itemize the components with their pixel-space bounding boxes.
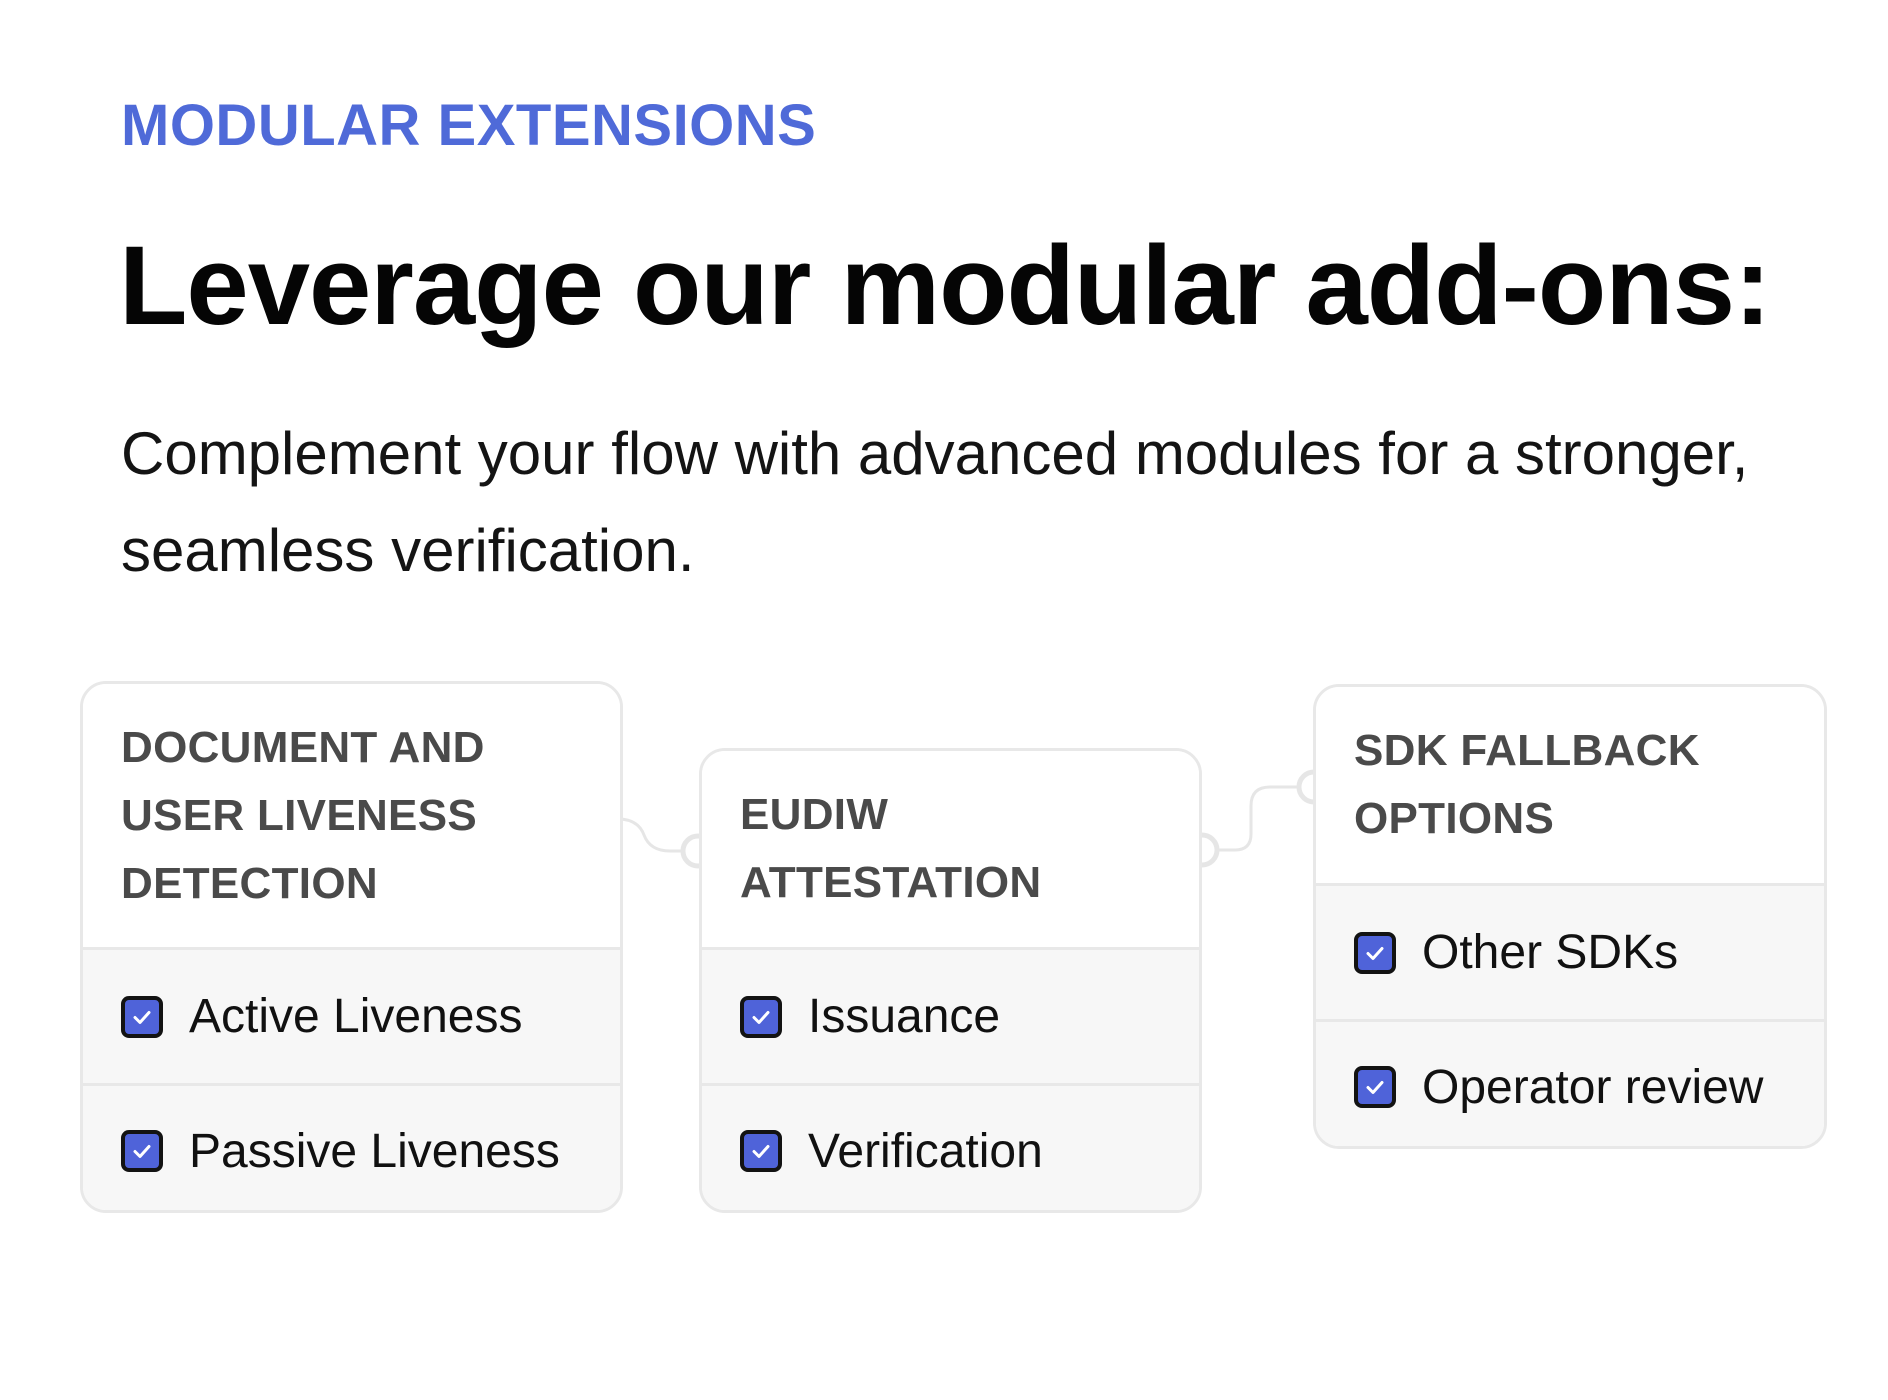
module-option-label: Verification <box>808 1124 1043 1178</box>
page-subheading: Complement your flow with advanced modul… <box>121 420 1749 584</box>
module-option-row[interactable]: Issuance <box>702 950 1199 1083</box>
checkbox-checked-icon[interactable] <box>740 1130 782 1172</box>
checkbox-checked-icon[interactable] <box>1354 1066 1396 1108</box>
module-card-title: DOCUMENT AND USER LIVENESS DETECTION <box>121 722 485 908</box>
section-eyebrow: MODULAR EXTENSIONS <box>121 93 817 158</box>
module-card-sdk-fallback: SDK FALLBACK OPTIONS Other SDKs Operator… <box>1313 684 1827 1149</box>
checkbox-checked-icon[interactable] <box>121 1130 163 1172</box>
module-option-row[interactable]: Verification <box>702 1083 1199 1210</box>
module-option-label: Active Liveness <box>189 990 523 1043</box>
module-option-row[interactable]: Other SDKs <box>1316 886 1824 1019</box>
module-option-row[interactable]: Passive Liveness <box>83 1083 620 1210</box>
module-option-label: Other SDKs <box>1422 926 1679 979</box>
module-card-title: EUDIW ATTESTATION <box>740 790 1042 907</box>
module-option-row[interactable]: Operator review <box>1316 1019 1824 1146</box>
module-card-header: DOCUMENT AND USER LIVENESS DETECTION <box>83 684 620 950</box>
checkbox-checked-icon[interactable] <box>740 995 782 1038</box>
module-card-header: SDK FALLBACK OPTIONS <box>1316 687 1824 886</box>
module-option-label: Issuance <box>808 990 1001 1043</box>
module-card-eudiw: EUDIW ATTESTATION Issuance Verification <box>699 748 1202 1213</box>
module-option-row[interactable]: Active Liveness <box>83 950 620 1083</box>
checkbox-checked-icon[interactable] <box>121 995 163 1038</box>
module-option-label: Passive Liveness <box>189 1124 560 1178</box>
connector-line-2-3 <box>1207 785 1298 852</box>
module-card-liveness: DOCUMENT AND USER LIVENESS DETECTION Act… <box>80 681 623 1213</box>
module-option-label: Operator review <box>1422 1060 1764 1114</box>
page-headline: Leverage our modular add-ons: <box>119 223 1771 348</box>
checkbox-checked-icon[interactable] <box>1354 931 1396 974</box>
module-card-title: SDK FALLBACK OPTIONS <box>1354 726 1700 843</box>
module-card-header: EUDIW ATTESTATION <box>702 751 1199 950</box>
